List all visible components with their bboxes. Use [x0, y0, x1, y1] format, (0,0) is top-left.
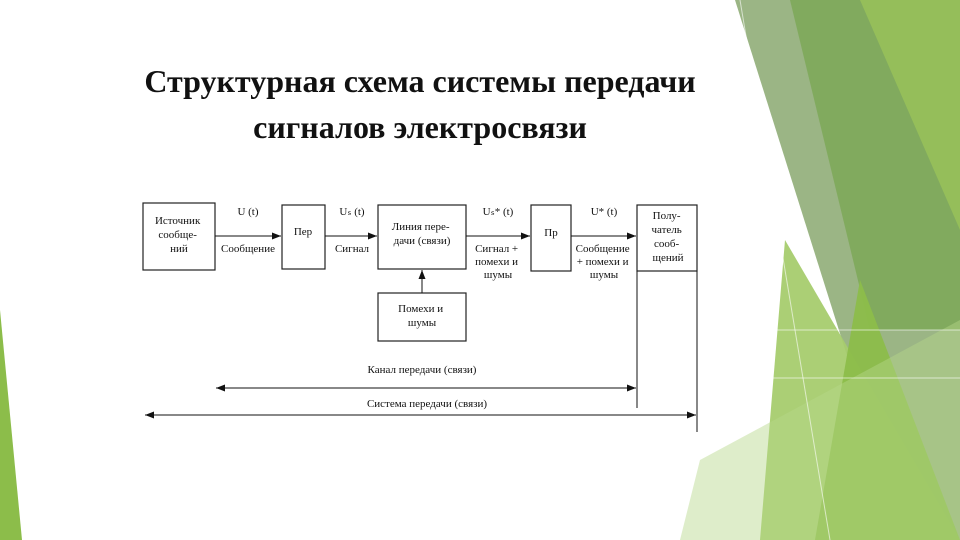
block-noise-label: Помехи и шумы: [398, 303, 446, 329]
decor-right: [680, 0, 960, 540]
decor-left: [0, 310, 22, 540]
label-a3-bottom: Сигнал + помехи и шумы: [475, 243, 521, 281]
block-line-label: Линия пере- дачи (связи): [392, 221, 453, 247]
diagram: Источник сообще- ний Пер Линия пере- дач…: [142, 202, 698, 432]
block-recipient: [636, 204, 698, 272]
label-a1-bottom: Сообщение: [221, 243, 275, 255]
block-transmitter-label: Пер: [294, 226, 313, 238]
block-source: [142, 202, 216, 271]
block-receiver: [530, 204, 572, 272]
label-a2-top: Uₛ (t): [339, 206, 365, 218]
label-a3-top: Uₛ* (t): [483, 206, 514, 218]
slide-title: Структурная схема системы передачи сигна…: [60, 58, 780, 150]
block-line: [377, 204, 467, 270]
block-receiver-label: Пр: [544, 227, 558, 239]
slide-title-line-1: Структурная схема системы передачи: [144, 63, 696, 99]
block-transmitter: [281, 204, 326, 270]
span-system-label: Система передачи (связи): [367, 398, 487, 410]
span-channel-label: Канал передачи (связи): [368, 364, 477, 376]
block-recipient-label: Полу- чатель сооб- щений: [651, 210, 684, 264]
block-source-label: Источник сообще- ний: [155, 215, 203, 255]
label-a2-bottom: Сигнал: [335, 243, 370, 255]
label-a4-bottom: Сообщение + помехи и шумы: [576, 243, 633, 281]
label-a4-top: U* (t): [591, 206, 618, 218]
slide-title-line-2: сигналов электросвязи: [253, 109, 587, 145]
label-a1-top: U (t): [237, 206, 258, 218]
